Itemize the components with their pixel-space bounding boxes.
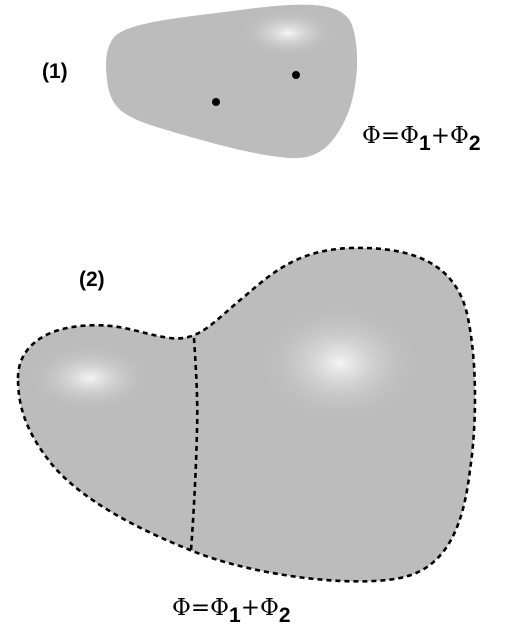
region-2-shape: [18, 247, 475, 582]
part-2-label: (2): [79, 268, 105, 291]
point-source-1: [292, 71, 300, 79]
sub-region-1-highlight: [28, 344, 152, 412]
region-2: [16, 246, 477, 583]
region-1-highlight: [240, 9, 336, 57]
region-2-outline: [16, 246, 477, 583]
part-1-label: (1): [42, 60, 68, 83]
part-1-equation: Φ=Φ1+Φ2: [362, 123, 481, 155]
point-source-2: [212, 98, 220, 106]
region-1: [106, 4, 358, 159]
sub-region-divider: [189, 337, 199, 551]
sub-region-2-highlight: [258, 303, 422, 423]
part-2-equation: Φ=Φ1+Φ2: [172, 595, 291, 627]
